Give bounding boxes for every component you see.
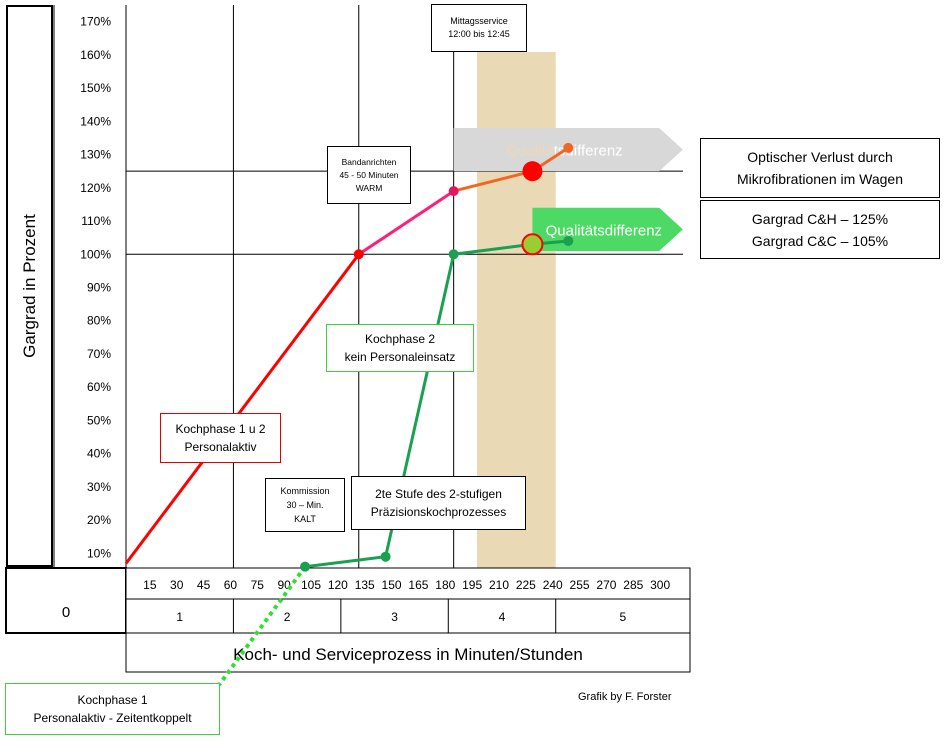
x-tick-label: 300 [650, 578, 670, 592]
x-tick-label: 15 [143, 578, 157, 592]
hour-label: 1 [176, 610, 183, 624]
bandanrichten-line-2: 45 - 50 Minuten [339, 169, 399, 180]
y-axis-title-box: Gargrad in Prozent [6, 5, 53, 567]
corner-label: 0 [62, 604, 70, 621]
y-tick-label: 100% [80, 247, 111, 261]
bandanrichten-label: Bandanrichten 45 - 50 Minuten WARM [327, 146, 411, 204]
credit-label: Grafik by F. Forster [578, 691, 672, 703]
data-point-5 [380, 551, 391, 562]
data-point-6 [448, 249, 459, 260]
bandanrichten-line-1: Bandanrichten [341, 156, 397, 167]
optischer-verlust-label: Optischer Verlust durch Mikrofibrationen… [700, 138, 940, 198]
stufe2-line-1: 2te Stufe des 2-stufigen [375, 487, 502, 501]
quality-difference-label-1: Qualitätsdifferenz [546, 222, 662, 239]
y-tick-label: 120% [80, 181, 111, 195]
y-tick-label: 40% [87, 447, 111, 461]
x-tick-label: 255 [570, 578, 590, 592]
kochphase1-line-2: Personalaktiv - Zeitentkoppelt [33, 711, 192, 725]
kochphase12-label: Kochphase 1 u 2 Personalaktiv [160, 413, 281, 463]
y-tick-label: 160% [80, 48, 111, 62]
gargrad-line-2: Gargrad C&C – 105% [751, 232, 889, 249]
kochphase12-line-2: Personalaktiv [184, 440, 257, 454]
data-point-0 [353, 249, 364, 260]
x-tick-label: 180 [435, 578, 455, 592]
kochphase2-line-1: Kochphase 2 [364, 332, 436, 346]
optischer-verlust-line-2: Mikrofibrationen im Wagen [737, 171, 903, 187]
kommission-line-1: Kommission [280, 486, 330, 496]
mittagsservice-line-1: Mittagsservice [450, 16, 508, 26]
x-tick-label: 120 [328, 578, 348, 592]
x-tick-label: 165 [408, 578, 428, 592]
x-tick-label: 75 [251, 578, 265, 592]
x-tick-label: 150 [382, 578, 402, 592]
dotted-connector [217, 565, 307, 687]
kommission-label: Kommission 30 – Min. KALT [265, 478, 345, 532]
data-point-3 [563, 142, 574, 153]
data-point-8 [563, 235, 574, 246]
x-tick-label: 210 [489, 578, 509, 592]
x-tick-label: 285 [623, 578, 643, 592]
y-tick-label: 150% [80, 81, 111, 95]
y-tick-label: 70% [87, 347, 111, 361]
hour-label: 4 [499, 610, 506, 624]
x-title-row [125, 632, 691, 673]
mittagsservice-label: Mittagsservice 12:00 bis 12:45 [431, 4, 527, 52]
data-point-7 [521, 233, 544, 256]
hour-label: 3 [391, 610, 398, 624]
hour-label: 2 [284, 610, 291, 624]
x-tick-label: 90 [277, 578, 291, 592]
y-tick-label: 170% [80, 15, 111, 29]
y-tick-label: 10% [87, 546, 111, 560]
y-tick-label: 30% [87, 480, 111, 494]
x-tick-label: 60 [224, 578, 238, 592]
series-line-0 [124, 253, 360, 565]
data-point-2 [522, 161, 543, 182]
stufe2-label: 2te Stufe des 2-stufigen Präzisionskochp… [351, 476, 526, 530]
y-tick-label: 50% [87, 413, 111, 427]
y-axis-title: Gargrad in Prozent [19, 214, 39, 358]
y-tick-label: 140% [80, 114, 111, 128]
kochphase12-line-1: Kochphase 1 u 2 [175, 422, 266, 436]
x-tick-label: 270 [596, 578, 616, 592]
hours-row [125, 598, 691, 634]
y-tick-label: 20% [87, 513, 111, 527]
y-tick-label: 90% [87, 281, 111, 295]
x-tick-label: 240 [543, 578, 563, 592]
minutes-row [125, 567, 691, 600]
hour-label: 5 [620, 610, 627, 624]
x-tick-label: 30 [170, 578, 184, 592]
y-tick-label: 60% [87, 380, 111, 394]
data-point-1 [448, 186, 459, 197]
y-tick-label: 110% [81, 214, 111, 228]
x-tick-label: 195 [462, 578, 482, 592]
kochphase1-label: Kochphase 1 Personalaktiv - Zeitentkoppe… [5, 683, 220, 735]
data-point-4 [300, 561, 311, 572]
gargrad-label: Gargrad C&H – 125% Gargrad C&C – 105% [700, 200, 940, 259]
y-tick-label: 130% [80, 148, 111, 162]
series-line-1 [357, 189, 455, 256]
x-axis-title: Koch- und Serviceprozess in Minuten/Stun… [233, 645, 583, 664]
optischer-verlust-line-1: Optischer Verlust durch [747, 149, 893, 165]
axis-layer: 170%160%150%140%130%120%110%100%90%80%70… [5, 15, 691, 673]
corner-cell [5, 567, 127, 634]
bandanrichten-line-3: WARM [355, 182, 383, 193]
marker-layer [300, 142, 574, 572]
x-tick-label: 105 [301, 578, 321, 592]
stufe2-line-2: Präzisionskochprozesses [370, 505, 507, 519]
mittagsservice-line-2: 12:00 bis 12:45 [448, 29, 510, 39]
y-tick-label: 80% [87, 314, 111, 328]
kochphase2-line-2: kein Personaleinsatz [344, 350, 456, 364]
kommission-line-2: 30 – Min. [286, 500, 324, 510]
gargrad-line-1: Gargrad C&H – 125% [751, 210, 889, 227]
x-tick-label: 225 [516, 578, 536, 592]
kommission-line-3: KALT [294, 514, 316, 524]
kochphase1-line-1: Kochphase 1 [77, 693, 148, 707]
quality-difference-label-part: Qualitä [506, 143, 554, 160]
x-tick-label: 45 [197, 578, 211, 592]
x-tick-label: 135 [355, 578, 375, 592]
kochphase2-label: Kochphase 2 kein Personaleinsatz [326, 324, 474, 372]
